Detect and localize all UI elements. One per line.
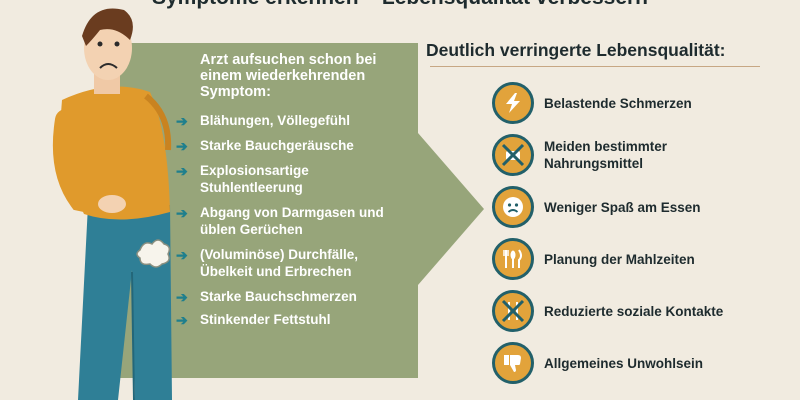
- arrow-bullet-icon: ➔: [176, 138, 188, 154]
- symptom-label: Explosionsartige Stuhlentleerung: [200, 163, 309, 195]
- list-item: Reduzierte soziale Kontakte: [492, 290, 723, 332]
- arrow-bullet-icon: ➔: [176, 289, 188, 305]
- quality-title: Deutlich verringerte Lebensqualität:: [426, 40, 726, 60]
- effect-label: Allgemeines Unwohlsein: [544, 355, 704, 371]
- title-divider: [430, 66, 760, 67]
- symptom-panel: Arzt aufsuchen schon bei einem wiederkeh…: [172, 52, 402, 334]
- arrow-bullet-icon: ➔: [176, 113, 188, 129]
- symptom-label: Starke Bauchgeräusche: [200, 138, 354, 153]
- thumbs-down-icon: [492, 342, 534, 384]
- lightning-icon: [492, 82, 534, 124]
- symptom-label: Abgang von Darmgasen und üblen Gerüchen: [200, 205, 384, 237]
- arrow-bullet-icon: ➔: [176, 205, 188, 221]
- list-item: Belastende Schmerzen: [492, 82, 692, 124]
- list-item: Allgemeines Unwohlsein: [492, 342, 703, 384]
- list-item: Meiden bestimmter Nahrungsmittel: [492, 134, 714, 176]
- symptom-label: Stinkender Fettstuhl: [200, 312, 331, 327]
- effect-label: Weniger Spaß am Essen: [544, 199, 701, 215]
- sad-face-icon: [492, 186, 534, 228]
- symptom-label: Starke Bauchschmerzen: [200, 289, 357, 304]
- arrow-bullet-icon: ➔: [176, 312, 188, 328]
- effect-label: Reduzierte soziale Kontakte: [544, 303, 724, 319]
- list-item: ➔ Explosionsartige Stuhlentleerung: [172, 162, 402, 196]
- list-item: ➔ Blähungen, Völlegefühl: [172, 112, 402, 129]
- symptom-label: Blähungen, Völlegefühl: [200, 113, 351, 128]
- page-title: Symptome erkennen – Lebensqualität verbe…: [0, 0, 800, 10]
- crossed-food-icon: [492, 134, 534, 176]
- arrow-bullet-icon: ➔: [176, 247, 188, 263]
- effect-label: Planung der Mahlzeiten: [544, 251, 695, 267]
- list-item: ➔ (Voluminöse) Durchfälle, Übelkeit und E…: [172, 246, 402, 280]
- list-item: ➔ Abgang von Darmgasen und üblen Gerüchen: [172, 204, 402, 238]
- symptom-label: (Voluminöse) Durchfälle, Übelkeit und Er…: [200, 247, 359, 279]
- list-item: Planung der Mahlzeiten: [492, 238, 695, 280]
- cutlery-icon: [492, 238, 534, 280]
- crossed-cutlery-icon: [492, 290, 534, 332]
- symptom-intro: Arzt aufsuchen schon bei einem wiederkeh…: [200, 52, 377, 100]
- list-item: Weniger Spaß am Essen: [492, 186, 701, 228]
- list-item: ➔ Stinkender Fettstuhl: [172, 311, 402, 328]
- list-item: ➔ Starke Bauchgeräusche: [172, 137, 402, 154]
- symptom-list: ➔ Blähungen, Völlegefühl ➔ Starke Bauchger…: [172, 112, 402, 328]
- effect-label: Meiden bestimmter Nahrungsmittel: [544, 139, 668, 171]
- arrow-bullet-icon: ➔: [176, 163, 188, 179]
- effect-label: Belastende Schmerzen: [544, 95, 692, 111]
- list-item: ➔ Starke Bauchschmerzen: [172, 288, 402, 305]
